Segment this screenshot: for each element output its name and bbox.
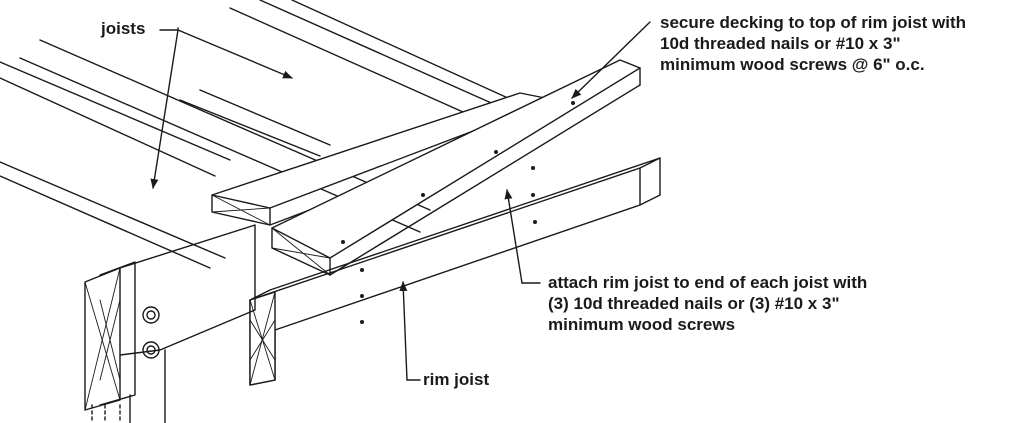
attach-note-line-1: attach rim joist to end of each joist wi… bbox=[548, 273, 868, 292]
attach-note-line-2: (3) 10d threaded nails or (3) #10 x 3" bbox=[548, 294, 840, 313]
leader-arrows bbox=[150, 21, 651, 381]
rim-joist bbox=[249, 157, 661, 386]
bolts bbox=[142, 306, 160, 359]
decking-board-front bbox=[271, 59, 641, 276]
fastener-dots bbox=[341, 101, 575, 324]
decking-note-line-3: minimum wood screws @ 6" o.c. bbox=[660, 55, 925, 74]
rim-joist-label: rim joist bbox=[423, 370, 490, 389]
decking-note-line-2: 10d threaded nails or #10 x 3" bbox=[660, 34, 901, 53]
decking-note-line-1: secure decking to top of rim joist with bbox=[660, 13, 967, 32]
joists-label: joists bbox=[101, 19, 146, 38]
joist-lines bbox=[0, 0, 531, 269]
attach-note-line-3: minimum wood screws bbox=[548, 315, 736, 334]
post-assembly bbox=[84, 224, 256, 423]
